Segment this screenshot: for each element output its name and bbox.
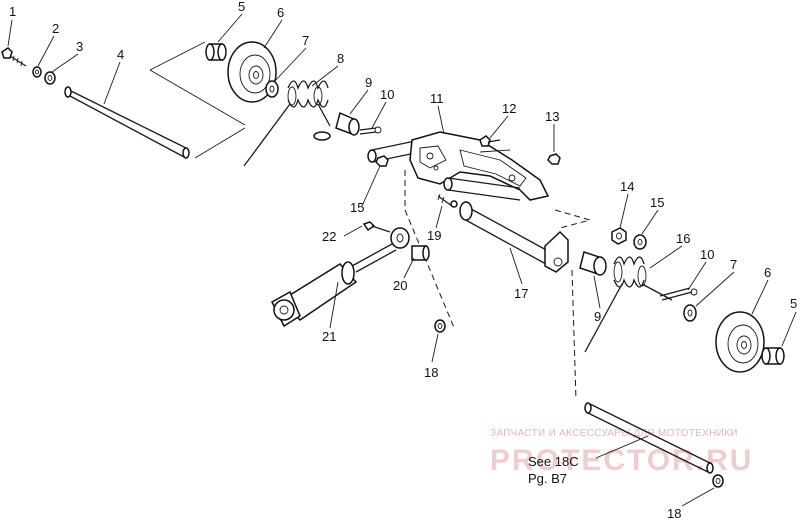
torsion-spring-part-16 [584, 256, 673, 353]
axle-rod-lower [584, 402, 714, 474]
reference-note: See 18C Pg. B7 [528, 454, 579, 486]
clip-part-10-lower [659, 287, 698, 301]
callout-labels: 1 2 3 4 5 6 7 8 9 10 11 12 13 14 15 15 1… [9, 0, 797, 520]
reference-note-line1: See 18C [528, 454, 579, 469]
callout-13: 13 [545, 109, 559, 124]
callout-20: 20 [393, 278, 407, 293]
guide-line-right-bracket [554, 209, 592, 229]
callout-6-upper: 6 [277, 5, 284, 20]
callout-1: 1 [9, 4, 16, 19]
guide-line-right-down [571, 269, 577, 401]
callout-21: 21 [322, 329, 336, 344]
pivot-bracket-part-11 [409, 131, 550, 201]
callout-6-lower: 6 [764, 265, 771, 280]
watermark: PROTECTOR.RU ЗАПЧАСТИ И АКСЕССУАРЫ ДЛЯ М… [490, 428, 751, 477]
bushing-part-20 [411, 245, 430, 261]
callout-8: 8 [337, 51, 344, 66]
washer-part-3 [44, 71, 56, 85]
nut-part-13 [547, 153, 561, 165]
reference-note-line2: Pg. B7 [528, 471, 567, 486]
washer-part-18-center [434, 319, 446, 333]
bolt-part-19 [437, 193, 458, 208]
nut-part-14 [611, 227, 627, 245]
callout-4: 4 [117, 47, 124, 62]
shock-absorber-part-21 [271, 243, 397, 328]
shock-mount-eye [390, 227, 410, 249]
callout-3: 3 [76, 39, 83, 54]
callout-15-center: 15 [350, 200, 364, 215]
lower-arm-part-17 [459, 201, 569, 273]
clip-part-10-upper [359, 126, 382, 135]
callout-2: 2 [52, 21, 59, 36]
washer-part-7-upper [265, 80, 279, 98]
bolt-part-1 [1, 47, 27, 67]
callout-17: 17 [514, 286, 528, 301]
callout-5-upper: 5 [238, 0, 245, 14]
callout-10-upper: 10 [380, 87, 394, 102]
spacer-part-9-upper [335, 111, 360, 136]
washer-part-15-right [633, 234, 647, 250]
bushing-part-5-upper [205, 43, 227, 61]
callout-22: 22 [322, 229, 336, 244]
callout-18-center: 18 [424, 365, 438, 380]
pin-part-22 [362, 221, 391, 233]
callout-14: 14 [620, 179, 634, 194]
callout-9-lower: 9 [594, 309, 601, 324]
axle-rod-part-4 [64, 86, 190, 159]
lock-washer-part-2 [32, 66, 42, 78]
cross-shaft [443, 177, 521, 201]
spacer-part-9-lower [579, 251, 607, 276]
watermark-tagline: ЗАПЧАСТИ И АКСЕССУАРЫ ДЛЯ МОТОТЕХНИКИ [490, 428, 738, 439]
washer-part-18-lower [712, 474, 724, 488]
callout-16: 16 [676, 231, 690, 246]
torsion-spring-part-8 [243, 80, 331, 167]
bushing-part-5-lower [761, 347, 785, 365]
callout-7-lower: 7 [730, 257, 737, 272]
nut-part-15-center [375, 155, 389, 167]
callout-12: 12 [502, 101, 516, 116]
callout-7-upper: 7 [302, 33, 309, 48]
guide-line-center [404, 170, 456, 331]
callout-18-lower: 18 [667, 506, 681, 520]
washer-part-7-lower [683, 304, 697, 322]
bolt-part-12 [479, 135, 501, 147]
callout-19: 19 [427, 228, 441, 243]
leader-lines [7, 13, 797, 507]
callout-9-upper: 9 [365, 75, 372, 90]
callout-10-lower: 10 [700, 247, 714, 262]
callout-5-lower: 5 [790, 296, 797, 311]
idler-wheel-part-6-lower [715, 311, 765, 373]
callout-11: 11 [430, 91, 444, 106]
idler-wheel-part-6-upper [227, 41, 277, 103]
callout-15-right: 15 [650, 195, 664, 210]
